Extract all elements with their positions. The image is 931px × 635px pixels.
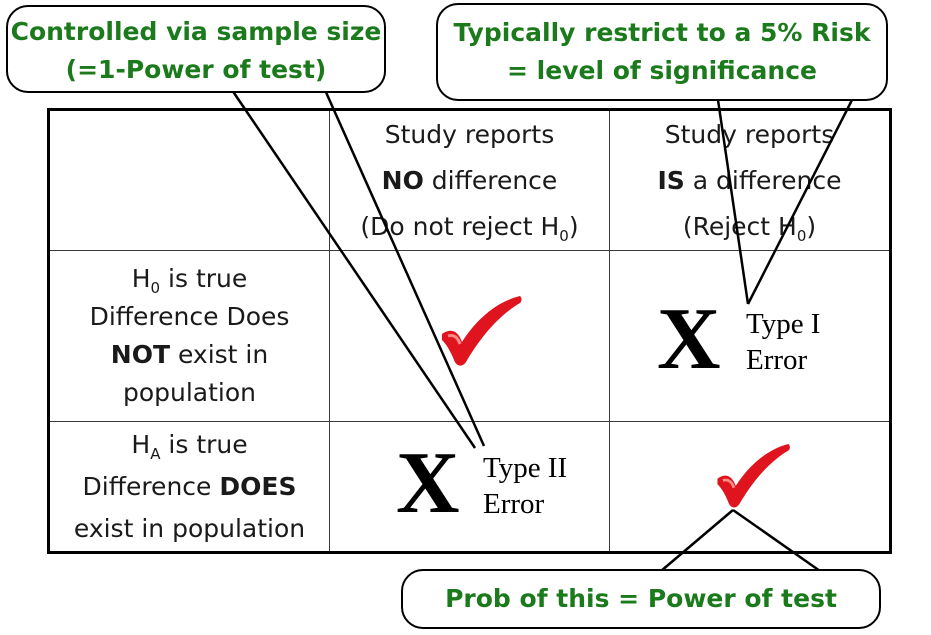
row2-h: H xyxy=(131,429,151,459)
row1-rest: is true xyxy=(160,264,248,293)
header-no-difference-line1: Study reports xyxy=(384,119,555,149)
header-is-line3-text: (Reject H xyxy=(682,211,797,241)
row1-sub: 0 xyxy=(150,279,161,297)
callout-significance: Typically restrict to a 5% Risk = level … xyxy=(436,3,888,101)
header-is-close: ) xyxy=(806,211,817,241)
header-no-difference: Study reports NO difference (Do not reje… xyxy=(329,109,610,251)
type-one-line2: Error xyxy=(746,344,808,376)
header-is-difference-line2: IS a difference xyxy=(610,158,889,204)
empty-corner-cell xyxy=(48,109,330,251)
row1-line1: H0 is true xyxy=(50,260,329,298)
type-one-line1: Type I xyxy=(746,308,821,340)
header-is-sub: 0 xyxy=(796,226,807,245)
check-mark-icon-2 xyxy=(717,444,790,508)
header-no-bold: NO xyxy=(381,165,424,195)
header-no-difference-line3: (Do not reject H0) xyxy=(330,204,609,250)
row2-line3: exist in population xyxy=(73,513,306,543)
callout-sample-size: Controlled via sample size (=1-Power of … xyxy=(6,5,386,93)
type-two-error-label: Type II Error xyxy=(483,450,567,522)
row1-line2: Difference Does xyxy=(89,302,290,331)
row1-bold: NOT xyxy=(110,340,171,369)
row2-sub: A xyxy=(150,444,161,463)
row2-line2: Difference DOES xyxy=(50,466,329,508)
row1-h: H xyxy=(131,264,151,293)
callout-power-text: Prob of this = Power of test xyxy=(445,584,837,613)
check-mark-icon xyxy=(442,296,522,366)
callout-significance-line2: = level of significance xyxy=(507,56,817,85)
row1-line4: population xyxy=(122,378,257,407)
row2-rest: is true xyxy=(160,429,248,459)
header-is-rest: a difference xyxy=(684,165,842,195)
cell-type-two-error xyxy=(329,421,610,553)
header-is-bold: IS xyxy=(657,165,685,195)
type-two-line2: Error xyxy=(483,488,545,520)
type-two-x-mark: X xyxy=(396,435,460,532)
callout-power: Prob of this = Power of test xyxy=(401,569,881,629)
header-no-rest: difference xyxy=(423,165,558,195)
header-is-difference-line1: Study reports xyxy=(664,119,835,149)
header-no-close: ) xyxy=(568,211,579,241)
type-one-error-label: Type I Error xyxy=(746,306,820,378)
row-label-ha-true: HA is true Difference DOES exist in popu… xyxy=(48,421,330,553)
type-two-line1: Type II xyxy=(483,452,568,484)
header-no-difference-line2: NO difference xyxy=(330,158,609,204)
header-no-sub: 0 xyxy=(559,226,569,245)
row1-line3rest: exist in xyxy=(170,340,269,369)
row2-bold: DOES xyxy=(219,471,297,501)
header-no-line3-text: (Do not reject H xyxy=(360,211,560,241)
row2-line2pre: Difference xyxy=(82,471,220,501)
row1-line3: NOT exist in xyxy=(50,336,329,374)
callout-sample-size-line1: Controlled via sample size xyxy=(10,17,382,46)
header-is-difference: Study reports IS a difference (Reject H0… xyxy=(609,109,891,251)
callout-sample-size-line2: (=1-Power of test) xyxy=(65,55,327,84)
type-one-x-mark: X xyxy=(657,291,721,388)
row2-line1: HA is true xyxy=(50,424,329,466)
callout-significance-line1: Typically restrict to a 5% Risk xyxy=(453,18,871,47)
row-label-h0-true: H0 is true Difference Does NOT exist in … xyxy=(48,250,330,422)
header-is-difference-line3: (Reject H0) xyxy=(610,204,889,250)
